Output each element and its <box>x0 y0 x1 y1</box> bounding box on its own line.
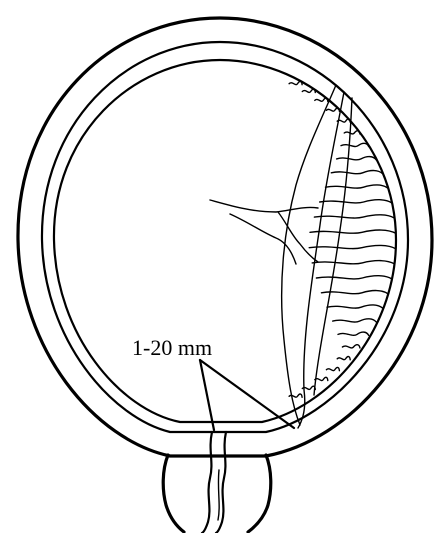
striation-line <box>302 89 315 92</box>
striation-line <box>309 245 396 248</box>
optic-nerve-center-line <box>218 470 219 520</box>
striation-line <box>326 185 388 188</box>
striation-line <box>315 98 328 101</box>
striation-line <box>337 157 377 160</box>
pointer-line-left <box>200 360 214 430</box>
striation-line <box>326 108 339 111</box>
eyeball-shell <box>18 18 432 456</box>
striation-line <box>342 345 360 348</box>
striation-line <box>289 81 302 84</box>
retina-layer <box>54 60 396 422</box>
detached-membrane <box>282 85 352 428</box>
optic-nerve-right-outline <box>248 455 271 532</box>
striation-line <box>314 215 394 218</box>
pointer-line-right <box>200 360 294 428</box>
measurement-pointer <box>200 360 294 430</box>
striation-line <box>316 276 392 279</box>
striation-line <box>310 230 396 233</box>
striation-line <box>331 171 382 174</box>
vitreous-strand-upper <box>210 200 318 212</box>
striation-line <box>333 319 377 322</box>
striation-line <box>312 261 394 264</box>
striation-line <box>326 367 339 370</box>
optic-nerve-inner-right-fiber <box>216 432 226 533</box>
striation-line <box>327 305 383 308</box>
striation-line <box>338 332 369 335</box>
striation-line <box>320 200 392 203</box>
striation-line <box>321 291 388 294</box>
optic-nerve-inner-left-fiber <box>202 432 212 533</box>
eyeball-outer-wall <box>18 18 432 456</box>
striation-line <box>344 131 360 134</box>
striation-line <box>341 143 369 146</box>
striation-line <box>337 357 350 360</box>
measurement-label: 1-20 mm <box>132 335 212 360</box>
optic-nerve-left-outline <box>163 455 184 532</box>
vitreous-strand-mid <box>230 214 296 264</box>
striation-line <box>315 377 328 380</box>
vitreous-strands <box>210 200 318 264</box>
optic-nerve <box>163 432 271 533</box>
eyeball-inner-wall <box>42 42 408 432</box>
